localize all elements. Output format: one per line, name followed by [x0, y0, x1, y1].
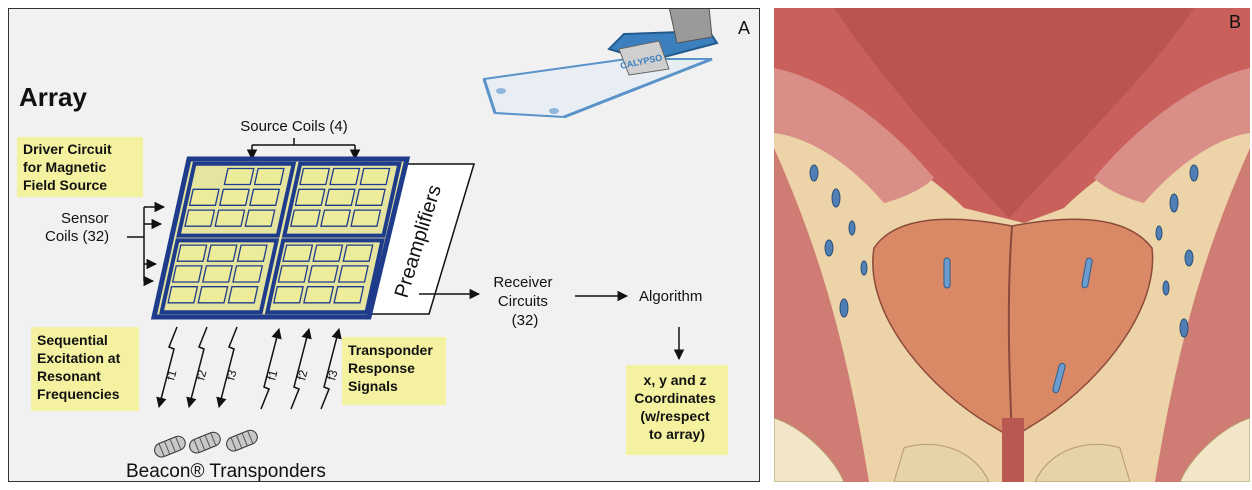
sensor-coil	[291, 210, 320, 226]
excitation-freq-f3: f3	[223, 368, 239, 382]
sensor-coil	[255, 169, 284, 185]
source-coils-bracket	[252, 138, 355, 159]
beacon-transponders-label: Beacon® Transponders	[126, 461, 326, 482]
array-diagram-svg: A CALYPSO Array Source Coils (4) Driver …	[9, 9, 760, 482]
sensor-coil	[245, 210, 274, 226]
sensor-coil	[224, 169, 253, 185]
prostate-anatomy-illustration: B	[774, 8, 1250, 482]
panel-a-array-diagram: A CALYPSO Array Source Coils (4) Driver …	[8, 8, 760, 482]
response-freq-f3: f3	[324, 368, 340, 382]
sensor-coil	[177, 245, 206, 261]
sensor-coil	[343, 245, 372, 261]
sensor-coil	[356, 189, 385, 205]
source-coils-label: Source Coils (4)	[240, 118, 348, 135]
sensor-coil	[304, 287, 333, 303]
sensor-coil	[274, 287, 303, 303]
panel-b-letter: B	[1229, 12, 1241, 32]
excitation-arrows	[159, 327, 237, 407]
response-freq-f2: f2	[294, 368, 310, 382]
algorithm-label: Algorithm	[639, 288, 702, 305]
sensor-coil	[309, 266, 338, 282]
sensor-coil	[228, 287, 257, 303]
sensor-coil	[313, 245, 342, 261]
panel-a-letter: A	[738, 18, 750, 38]
sensor-coil	[233, 266, 262, 282]
sensor-coil	[339, 266, 368, 282]
sensor-coil	[351, 210, 380, 226]
sensor-coil	[360, 169, 389, 185]
panel-b-prostate-illustration: B	[774, 8, 1250, 482]
driver-circuit-label: Driver Circuit for Magnetic Field Source	[23, 141, 116, 193]
coil-array	[154, 159, 407, 317]
receiver-circuits-label: Receiver Circuits (32)	[493, 274, 556, 329]
calypso-array-device: CALYPSO	[484, 9, 717, 117]
excitation-freq-f1: f1	[163, 368, 179, 382]
sensor-coil	[215, 210, 244, 226]
sensor-coil	[203, 266, 232, 282]
array-title: Array	[19, 82, 87, 112]
sensor-coil	[198, 287, 227, 303]
sensor-coil	[300, 169, 329, 185]
sensor-coil	[220, 189, 249, 205]
sensor-coil	[185, 210, 214, 226]
sensor-coil	[168, 287, 197, 303]
sensor-coil	[330, 169, 359, 185]
sensor-coil	[250, 189, 279, 205]
sensor-coil	[278, 266, 307, 282]
sensor-coil	[173, 266, 202, 282]
sensor-coil	[190, 189, 219, 205]
sensor-coils-bracket	[127, 207, 164, 281]
response-freq-f1: f1	[264, 368, 280, 382]
sensor-coil	[295, 189, 324, 205]
sensor-coil	[334, 287, 363, 303]
sensor-coil	[283, 245, 312, 261]
sensor-coil	[207, 245, 236, 261]
sensor-coil	[321, 210, 350, 226]
beacon-transponders	[152, 428, 259, 459]
sensor-coil	[238, 245, 267, 261]
sensor-coils-label: Sensor Coils (32)	[45, 210, 113, 245]
sensor-coil	[326, 189, 355, 205]
excitation-freq-f2: f2	[193, 368, 209, 382]
